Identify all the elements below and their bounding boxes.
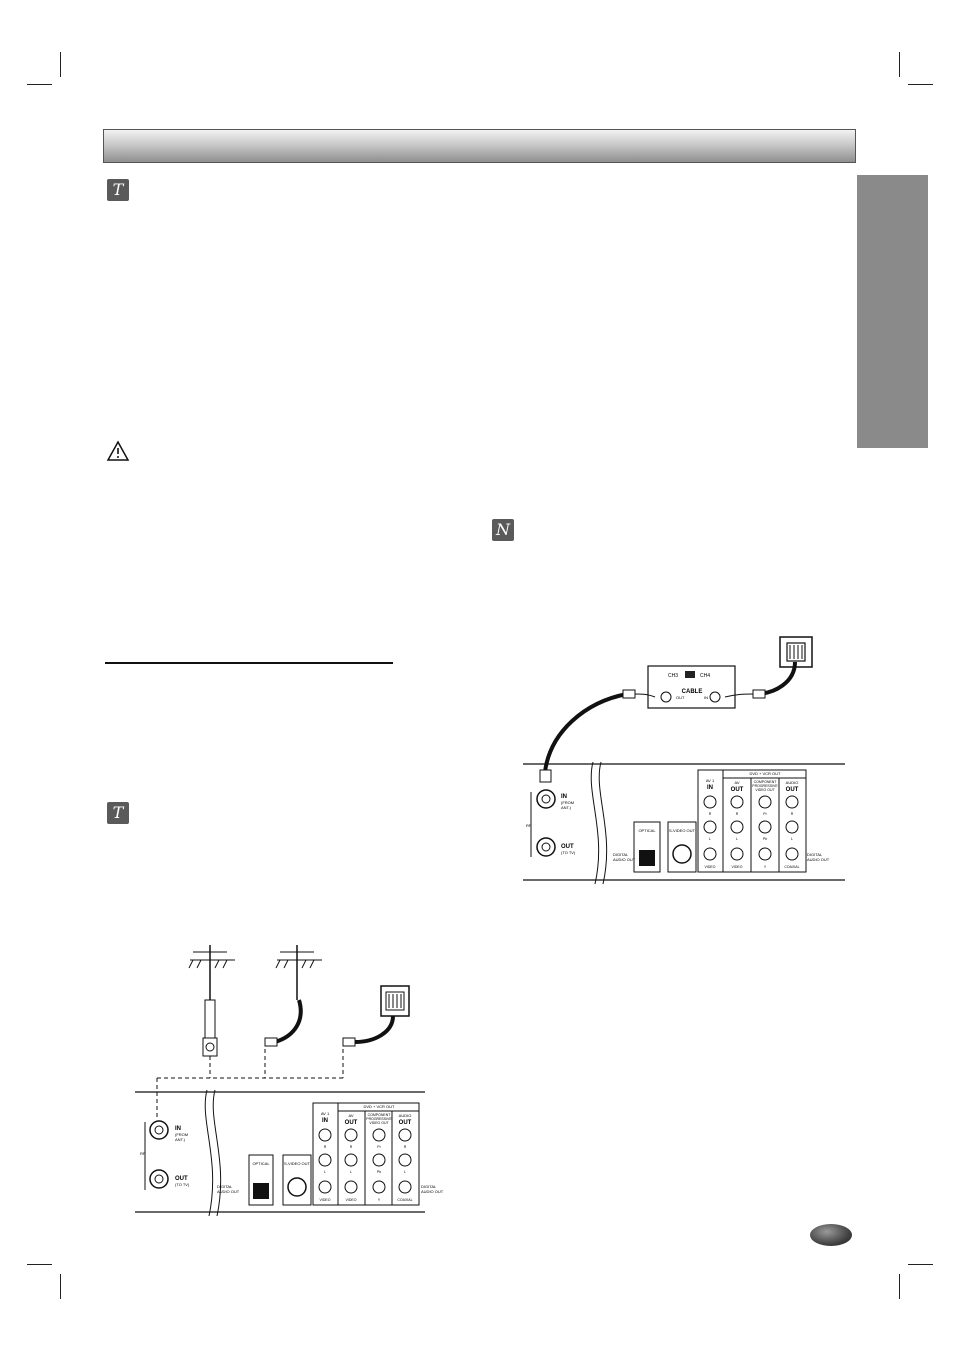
rf-in-sub: (FROM <box>175 1132 188 1137</box>
section-rule <box>105 662 393 664</box>
rf-out-sub: (TO TV) <box>175 1182 190 1187</box>
crop-mark <box>899 52 900 77</box>
rf-in-sub2: ANT.) <box>561 805 572 810</box>
av-out-label: OUT <box>345 1120 358 1126</box>
r-label: R <box>791 812 794 816</box>
cable-connection-diagram: CH3 CH4 CABLE OUT IN RF IN (FROM ANT.) O… <box>523 636 845 885</box>
rf-label: RF <box>526 823 532 828</box>
digital-audio-out-label: DIGITAL <box>421 1184 437 1189</box>
component-label-3: VIDEO OUT <box>369 1121 389 1125</box>
section-header-bar <box>103 129 856 163</box>
av1-label: AV 1 <box>321 1111 330 1116</box>
component-label-3: VIDEO OUT <box>755 788 775 792</box>
r-label: R <box>404 1145 407 1149</box>
rf-out-label: OUT <box>561 844 574 850</box>
note-icon: N <box>492 519 514 541</box>
component-label-2: PROGRESSIVE <box>752 784 778 788</box>
r-label: R <box>709 812 712 816</box>
rf-in-label: IN <box>175 1126 181 1132</box>
av1-label: AV 1 <box>706 778 715 783</box>
antenna-connection-diagram: RF IN (FROM ANT.) OUT (TO TV) OPTICAL DI… <box>135 945 444 1217</box>
chapter-side-tab <box>857 175 928 448</box>
ch3-label: CH3 <box>668 673 678 679</box>
y-label: Y <box>764 865 767 869</box>
component-label: COMPONENT <box>368 1113 392 1117</box>
av1-in-label: IN <box>322 1118 328 1124</box>
component-label: COMPONENT <box>754 780 778 784</box>
cable-label: CABLE <box>682 689 703 695</box>
audio-out-label: OUT <box>786 787 799 793</box>
r-label: R <box>736 812 739 816</box>
digital-audio-out-label: DIGITAL <box>613 852 629 857</box>
video-label: VIDEO <box>705 865 716 869</box>
cable-out-label: OUT <box>676 695 685 700</box>
coaxial-label: COAXIAL <box>784 865 799 869</box>
wall-outlet-icon <box>342 985 410 1047</box>
crop-mark <box>27 84 52 85</box>
l-label: L <box>324 1170 326 1174</box>
coaxial-label: COAXIAL <box>397 1198 412 1202</box>
digital-audio-out-label-2: AUDIO OUT <box>421 1189 444 1194</box>
tip-icon: T <box>107 179 129 201</box>
av-label: AV <box>348 1113 353 1118</box>
audio-label: AUDIO <box>399 1113 412 1118</box>
optical-label: OPTICAL <box>638 828 656 833</box>
l-label: L <box>736 837 738 841</box>
digital-audio-out-label: DIGITAL <box>217 1184 233 1189</box>
l-label: L <box>709 837 711 841</box>
crop-mark <box>908 84 933 85</box>
audio-label: AUDIO <box>786 780 799 785</box>
pb-label: Pb <box>377 1170 381 1174</box>
video-label: VIDEO <box>320 1198 331 1202</box>
av1-in-label: IN <box>707 785 713 791</box>
dvd-vcr-out-label: DVD + VCR OUT <box>749 771 781 776</box>
l-label: L <box>791 837 793 841</box>
rf-in-label: IN <box>561 794 567 800</box>
crop-mark <box>60 52 61 77</box>
digital-audio-out-label-2: AUDIO OUT <box>613 857 636 862</box>
rf-out-sub: (TO TV) <box>561 850 576 855</box>
svideo-label: S-VIDEO OUT <box>669 828 696 833</box>
dvd-vcr-out-label: DVD + VCR OUT <box>363 1104 395 1109</box>
audio-out-label: OUT <box>399 1120 412 1126</box>
wall-outlet-icon <box>779 636 813 668</box>
cable-in-label: IN <box>704 695 708 700</box>
component-label-2: PROGRESSIVE <box>366 1117 392 1121</box>
optical-label: OPTICAL <box>252 1161 270 1166</box>
video-label: VIDEO <box>732 865 743 869</box>
ch4-label: CH4 <box>700 673 710 679</box>
page-number-badge <box>810 1224 852 1246</box>
video-label: VIDEO <box>346 1198 357 1202</box>
digital-audio-out-label-2: AUDIO OUT <box>217 1189 240 1194</box>
pr-label: Pr <box>377 1145 381 1149</box>
recorder-back-panel: RF IN (FROM ANT.) OUT (TO TV) OPTICAL DI… <box>523 761 845 885</box>
tip-icon: T <box>107 802 129 824</box>
rf-out-label: OUT <box>175 1176 188 1182</box>
crop-mark <box>899 1274 900 1299</box>
rf-in-sub: (FROM <box>561 800 574 805</box>
antenna-icon <box>264 945 322 1047</box>
l-label: L <box>350 1170 352 1174</box>
rf-in-sub2: ANT.) <box>175 1137 186 1142</box>
antenna-icon <box>188 945 235 1057</box>
r-label: R <box>350 1145 353 1149</box>
av-label: AV <box>734 780 739 785</box>
digital-audio-out-label-2: AUDIO OUT <box>807 857 830 862</box>
svideo-label: S-VIDEO OUT <box>284 1161 311 1166</box>
caution-triangle-icon <box>106 440 130 461</box>
y-label: Y <box>378 1198 381 1202</box>
av-out-label: OUT <box>731 787 744 793</box>
rf-label: RF <box>140 1151 146 1156</box>
crop-mark <box>60 1274 61 1299</box>
digital-audio-out-label: DIGITAL <box>807 852 823 857</box>
pb-label: Pb <box>763 837 767 841</box>
l-label: L <box>404 1170 406 1174</box>
crop-mark <box>27 1264 52 1265</box>
r-label: R <box>324 1145 327 1149</box>
cable-box: CH3 CH4 CABLE OUT IN <box>647 665 736 709</box>
recorder-back-panel: RF IN (FROM ANT.) OUT (TO TV) OPTICAL DI… <box>135 1089 444 1217</box>
pr-label: Pr <box>763 812 767 816</box>
crop-mark <box>908 1264 933 1265</box>
